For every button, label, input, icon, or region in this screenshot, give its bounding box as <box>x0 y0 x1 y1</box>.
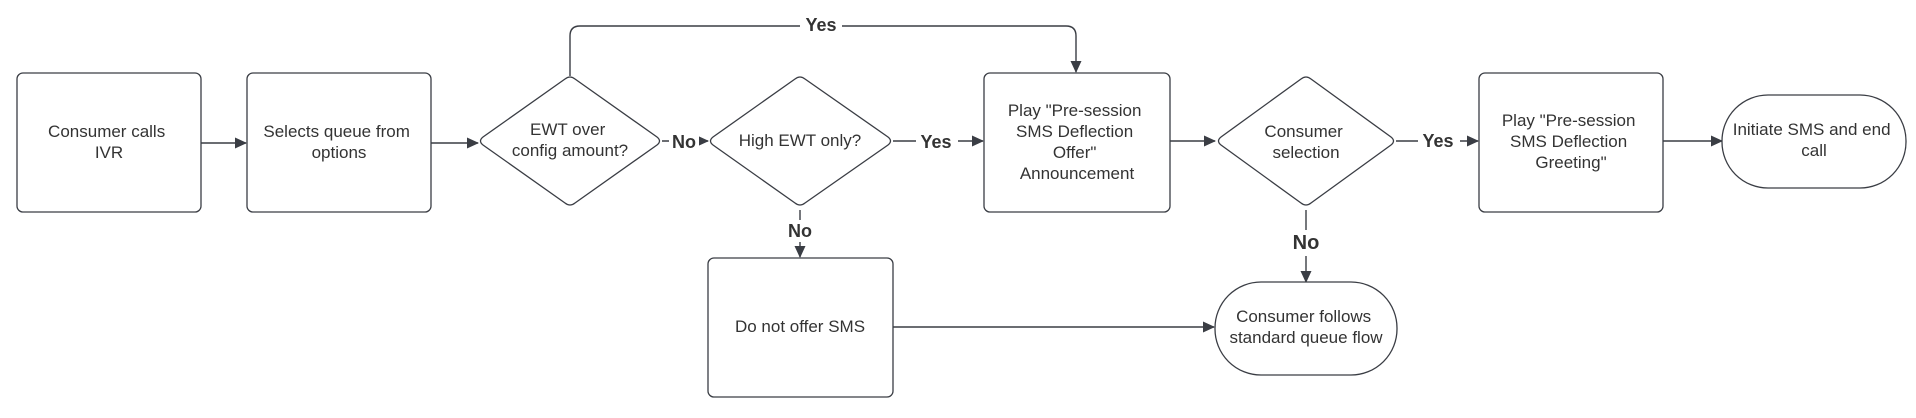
node-play-sms-deflection-offer: Play "Pre-session SMS Deflection Offer" … <box>983 72 1171 213</box>
svg-text:Play "Pre-session SMS: Play "Pre-session SMS Deflection Greetin… <box>1502 111 1640 172</box>
svg-text:Consumer calls IVR: Consumer calls IVR <box>48 122 170 162</box>
nodes-layer: Consumer calls IVR Selects queue from op… <box>16 72 1907 398</box>
svg-text:Selects queue from opt: Selects queue from options <box>263 122 414 162</box>
node-do-not-offer-sms: Do not offer SMS <box>707 257 894 398</box>
edge-label-high-ewt-yes: Yes <box>920 132 951 152</box>
terminator-initiate-sms-end-call: Initiate SMS and end call <box>1721 94 1907 189</box>
edge-labels-layer: Yes No Yes No Yes No <box>669 12 1460 256</box>
edge-label-consumer-selection-no: No <box>1293 232 1320 254</box>
svg-text:EWT over config amount: EWT over config amount? <box>512 120 628 160</box>
terminator-standard-queue-flow: Consumer follows standard queue flow <box>1214 281 1398 376</box>
decision-consumer-selection: Consumer selection <box>1217 76 1395 206</box>
decision-high-ewt-only: High EWT only? <box>709 76 892 206</box>
edge-label-high-ewt-no: No <box>788 221 812 241</box>
node-selects-queue: Selects queue from options <box>246 72 432 213</box>
edge-label-consumer-selection-yes: Yes <box>1422 131 1453 151</box>
svg-text:High EWT only?: High EWT only? <box>739 131 862 150</box>
node-play-sms-deflection-greeting: Play "Pre-session SMS Deflection Greetin… <box>1478 72 1664 213</box>
svg-text:Consumer follows stand: Consumer follows standard queue flow <box>1229 307 1383 347</box>
svg-text:Do not offer SMS: Do not offer SMS <box>735 317 865 336</box>
svg-text:Play "Pre-session SMS: Play "Pre-session SMS Deflection Offer" … <box>1008 101 1146 183</box>
decision-ewt-over-config: EWT over config amount? <box>479 76 661 206</box>
svg-text:Initiate SMS and end c: Initiate SMS and end call <box>1733 120 1896 160</box>
svg-text:Consumer selection: Consumer selection <box>1264 122 1347 162</box>
edge-label-ewt-over-yes: Yes <box>805 15 836 35</box>
edge-label-ewt-over-no: No <box>672 132 696 152</box>
node-consumer-calls: Consumer calls IVR <box>16 72 202 213</box>
